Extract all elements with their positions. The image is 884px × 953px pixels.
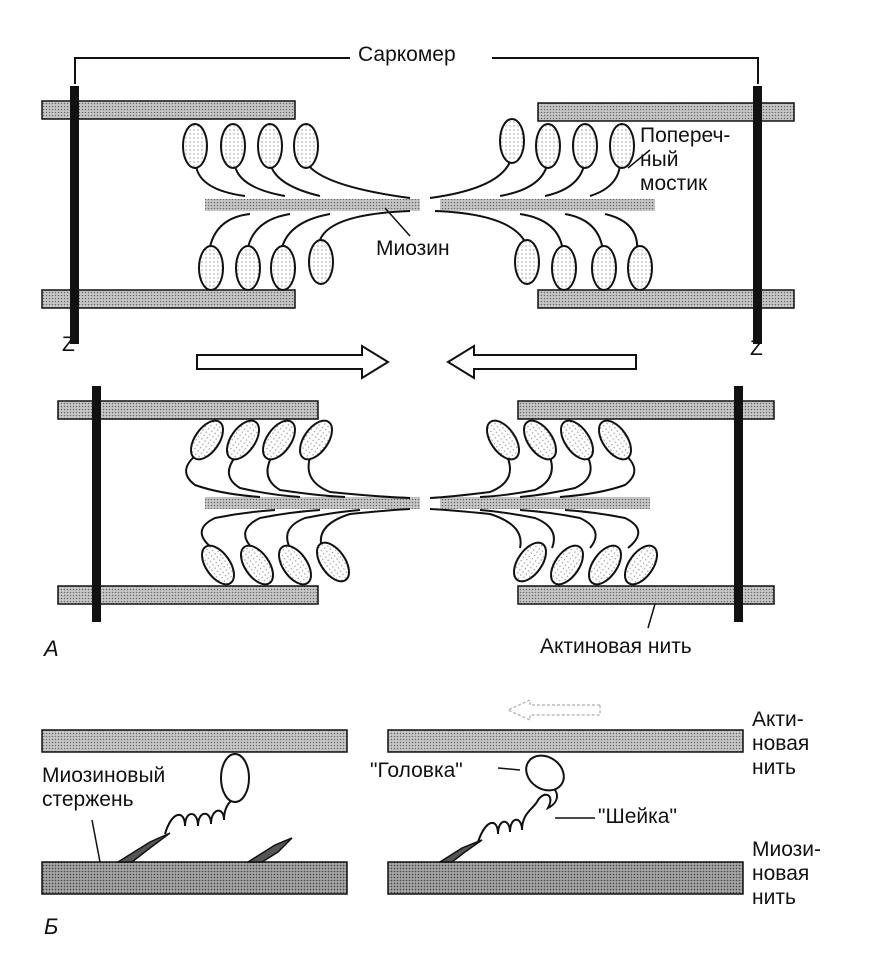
- cross-bridge-label-line3: мостик: [640, 172, 708, 195]
- actin-right-label-line3: нить: [752, 756, 796, 779]
- contraction-arrows: [196, 344, 637, 380]
- detail-left: [41, 729, 348, 895]
- myosin-filament: [41, 861, 348, 895]
- contracted-sarcomere: [57, 386, 775, 629]
- actin-right-label-line2: новая: [752, 732, 810, 755]
- actin-filament: [57, 585, 319, 605]
- myosin-filament: [205, 497, 420, 509]
- z-label-left: Z: [62, 333, 75, 356]
- myosin-label: Миозин: [376, 237, 450, 260]
- actin-filament: [517, 585, 775, 605]
- direction-arrow-icon: [506, 698, 601, 722]
- actin-filament: [41, 729, 348, 753]
- z-line: [753, 86, 762, 344]
- relaxed-sarcomere: [41, 57, 795, 344]
- actin-filament: [387, 729, 744, 753]
- myosin-rod-label-line1: Миозиновый: [42, 764, 166, 787]
- myosin-right-label: Миози- новая нить: [752, 838, 821, 910]
- actin-filament: [537, 289, 795, 309]
- cross-bridge-label: Попереч- ный мостик: [640, 124, 730, 196]
- myosin-head: [525, 754, 565, 792]
- myosin-filament: [440, 497, 650, 509]
- sarcomere-bracket: [74, 57, 759, 84]
- z-line: [70, 86, 79, 344]
- detail-right: [387, 698, 744, 895]
- myosin-right-label-line2: новая: [752, 862, 810, 885]
- head-label: "Головка": [370, 759, 463, 782]
- actin-right-label-line1: Акти-: [752, 708, 804, 731]
- actin-filament: [41, 100, 296, 120]
- myosin-filament: [205, 199, 420, 211]
- myosin-rod-arm: [115, 832, 171, 863]
- cross-bridge-label-line2: ный: [640, 148, 679, 171]
- arrow-left-icon: [446, 344, 637, 380]
- z-label-right: Z: [750, 337, 763, 360]
- neck-label: "Шейка": [598, 805, 677, 828]
- actin-filament: [41, 289, 296, 309]
- z-line: [92, 386, 101, 622]
- myosin-filament: [387, 861, 744, 895]
- actin-filament: [57, 400, 319, 420]
- myosin-filament: [440, 199, 655, 211]
- actin-filament: [537, 102, 795, 122]
- z-line: [734, 386, 743, 622]
- myosin-right-label-line1: Миози-: [752, 838, 822, 861]
- arrow-right-icon: [196, 344, 390, 380]
- sarcomere-label: Саркомер: [358, 43, 456, 66]
- panel-a-label: А: [44, 636, 59, 661]
- panel-b-label: Б: [44, 914, 59, 939]
- actin-filament-label: Актиновая нить: [540, 635, 692, 658]
- myosin-rod-label: Миозиновый стержень: [42, 764, 165, 812]
- myosin-right-label-line3: нить: [752, 886, 796, 909]
- actin-filament: [517, 400, 775, 420]
- myosin-head: [220, 753, 250, 803]
- myosin-rod-label-line2: стержень: [42, 788, 134, 811]
- actin-right-label: Акти- новая нить: [752, 708, 809, 780]
- cross-bridge-label-line1: Попереч-: [640, 124, 731, 147]
